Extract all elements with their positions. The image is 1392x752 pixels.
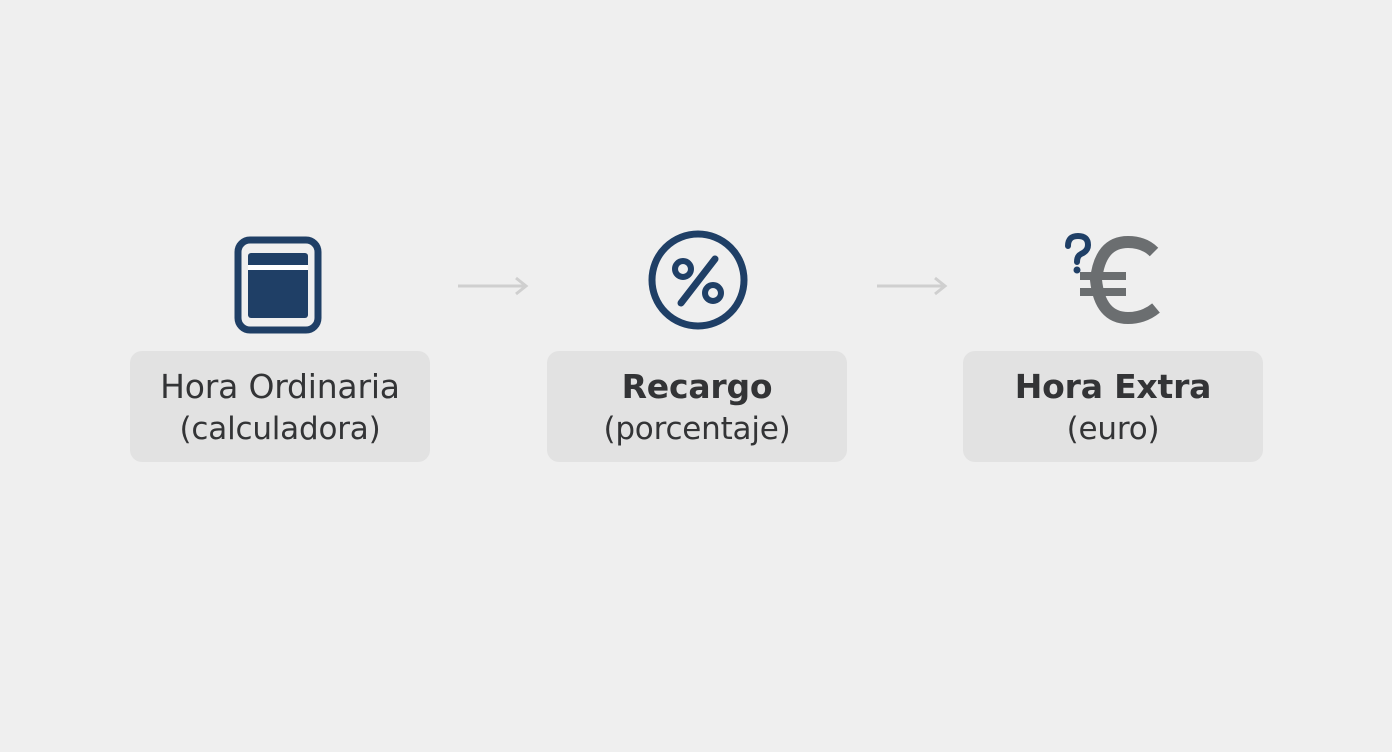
arrow-right-icon: [877, 276, 948, 296]
step-title: Recargo: [621, 367, 773, 406]
step-box-recargo: Recargo (porcentaje): [547, 351, 847, 462]
step-subtitle: (porcentaje): [603, 411, 791, 447]
euro-question-icon: [1065, 232, 1160, 325]
step-subtitle: (euro): [1066, 411, 1160, 447]
step-box-hora-ordinaria: Hora Ordinaria (calculadora): [130, 351, 430, 462]
step-subtitle: (calculadora): [179, 411, 381, 447]
step-title: Hora Extra: [1014, 367, 1212, 406]
step-title: Hora Ordinaria: [160, 367, 400, 406]
arrow-right-icon: [458, 276, 529, 296]
percent-icon: [648, 230, 748, 330]
calculator-icon: [234, 236, 322, 334]
step-box-hora-extra: Hora Extra (euro): [963, 351, 1263, 462]
